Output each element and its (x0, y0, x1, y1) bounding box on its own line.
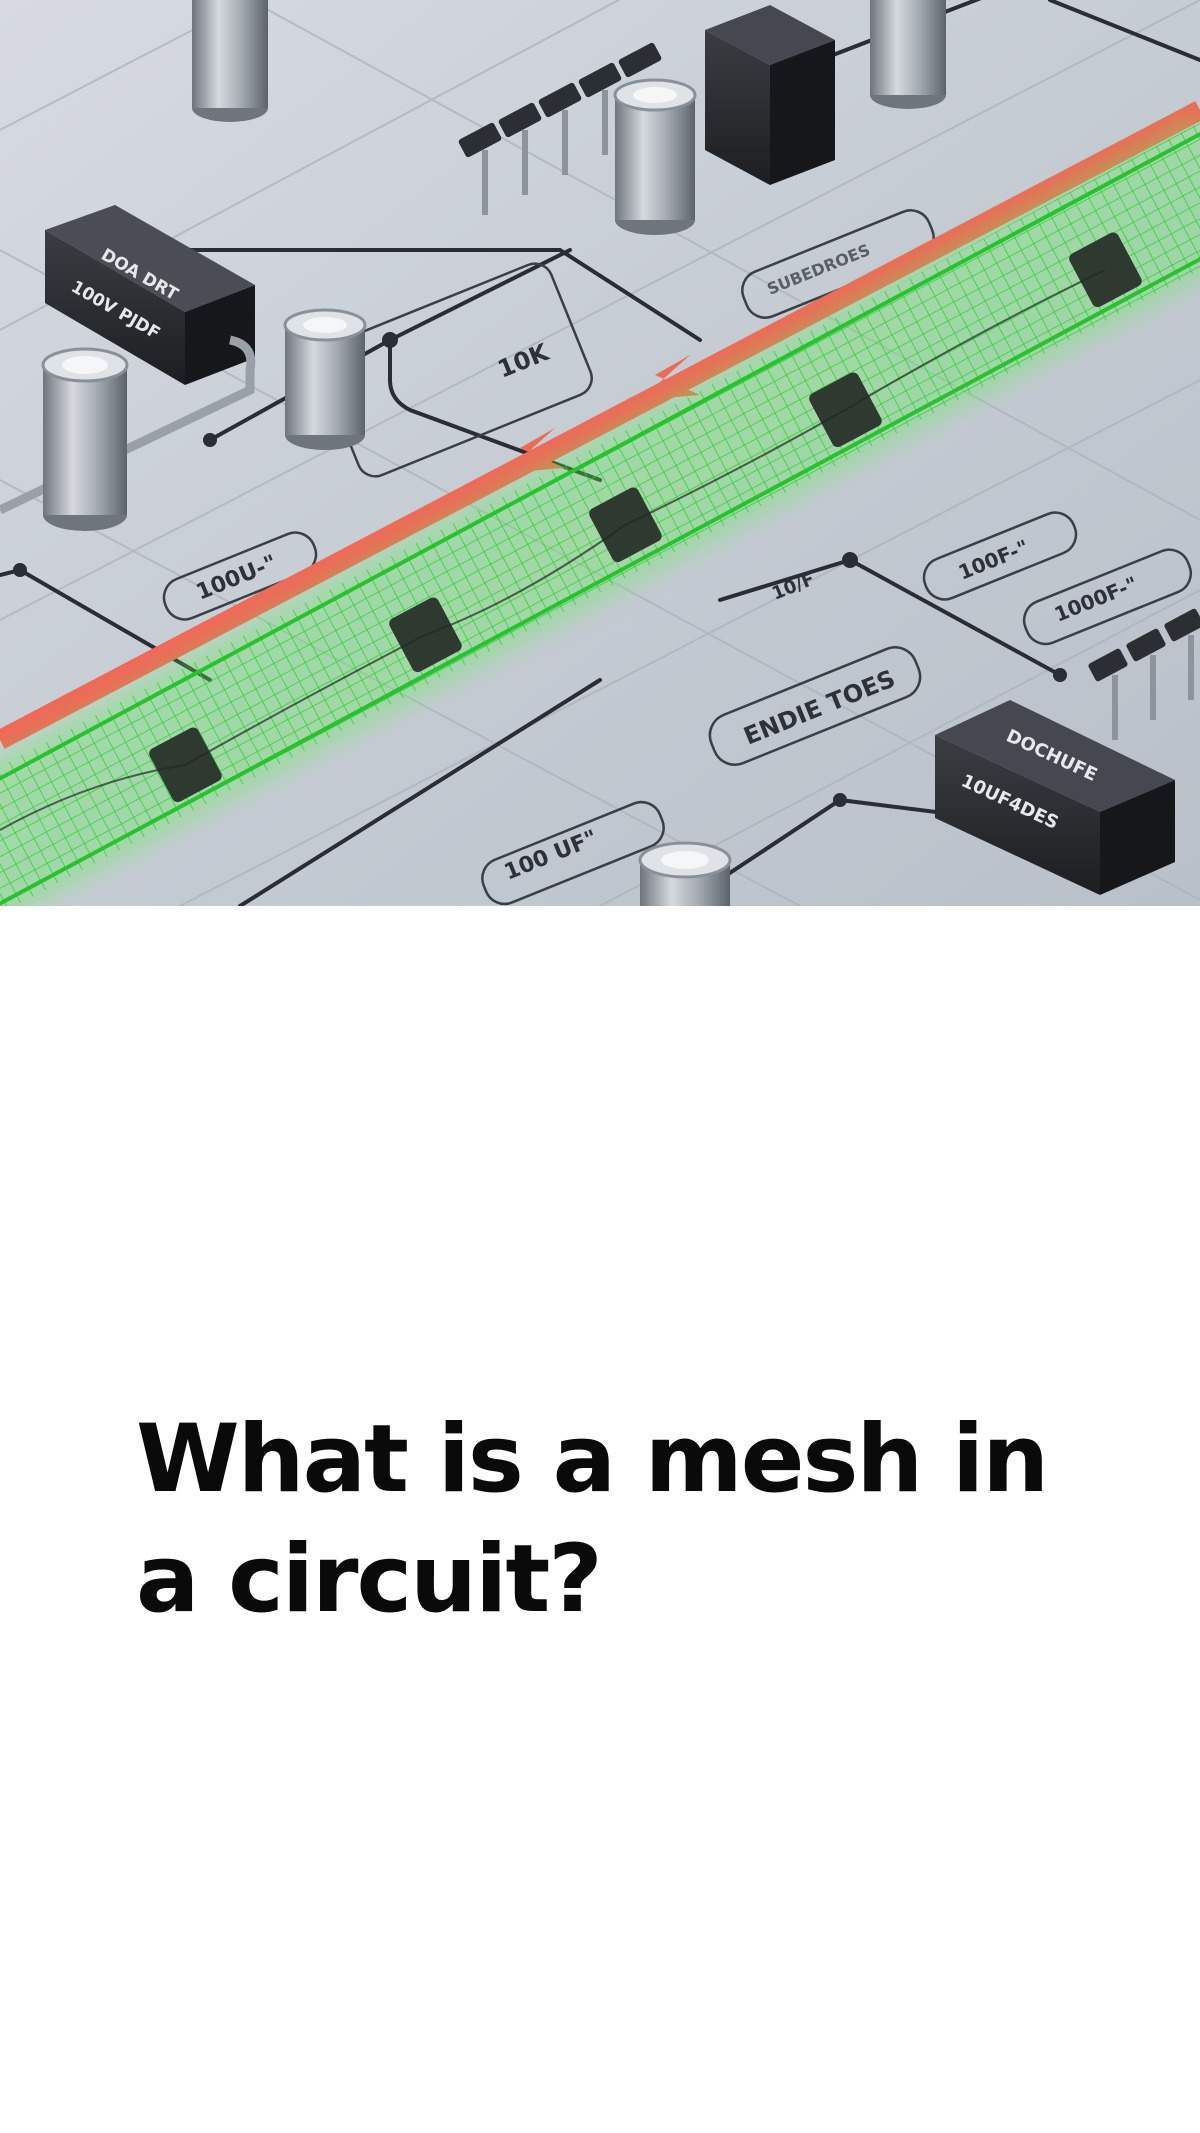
trace-junctions (13, 332, 1067, 807)
component-lead-wire (0, 335, 256, 515)
page-title: What is a mesh in a circuit? (136, 1405, 1049, 1634)
mesh-tube (0, 113, 1200, 906)
ic-chip-bottom: DOCHUFE 10UF4DES (935, 700, 1175, 895)
relay-component (705, 5, 835, 185)
header-pins (458, 42, 1200, 740)
hero-illustration: 100U-" 100F-" 1000F-" ENDIE TOES SUBEDRO… (0, 0, 1200, 906)
circuit-traces (0, 0, 1200, 906)
capacitors (41, 0, 946, 906)
ic-chip-top: DOA DRT 100V PJDF (45, 205, 255, 385)
circuit-board-illustration: 100U-" 100F-" 1000F-" ENDIE TOES SUBEDRO… (0, 0, 1200, 906)
